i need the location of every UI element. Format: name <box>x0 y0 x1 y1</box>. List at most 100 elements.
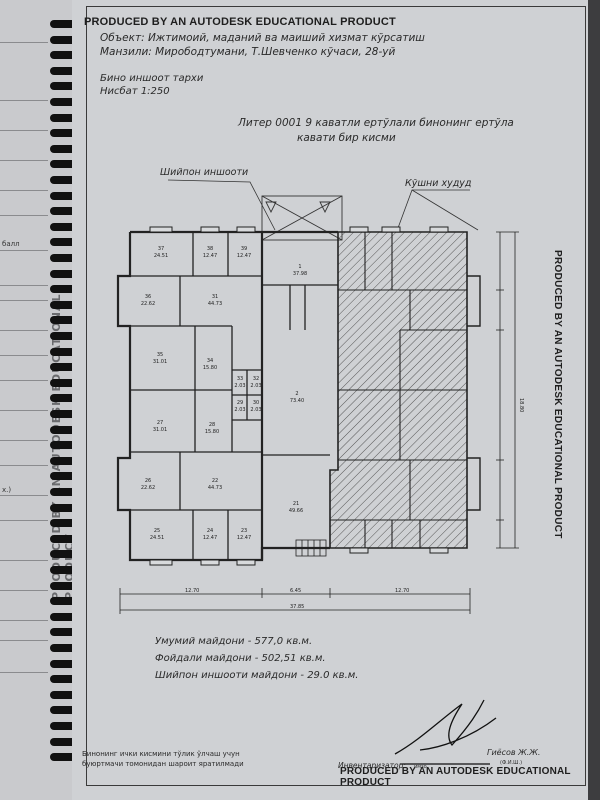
room-number: 29 <box>237 400 243 406</box>
room-area: 12.47 <box>237 253 251 259</box>
room-area: 24.51 <box>154 253 168 259</box>
stat-total-area: Умумий майдони - 577,0 кв.м. <box>155 636 313 647</box>
binding-ring <box>50 285 76 294</box>
binding-ring <box>50 222 76 231</box>
stat-awning-area: Шийпон иншооти майдони - 29.0 кв.м. <box>155 670 359 681</box>
room-area: 22.62 <box>141 301 155 307</box>
sheet-frame <box>86 6 586 786</box>
binding-ring <box>50 534 76 543</box>
binding-ring <box>50 363 76 372</box>
room-area: 24.51 <box>150 535 164 541</box>
binding-ring <box>50 722 76 730</box>
stat-useful-area: Фойдали майдони - 502,51 кв.м. <box>155 653 326 664</box>
dim-overall: 37.85 <box>290 604 304 610</box>
room-number: 2 <box>295 391 298 397</box>
document-sheet <box>72 0 588 800</box>
room-number: 37 <box>158 246 164 252</box>
room-number: 27 <box>157 420 163 426</box>
room-area: 2.03 <box>250 383 261 389</box>
bay-windows <box>467 275 481 511</box>
binding-ring <box>50 753 76 762</box>
room-number: 33 <box>237 376 243 382</box>
left-fragment-ball: балл <box>2 240 20 248</box>
binding-ring <box>50 503 76 512</box>
room-number: 1 <box>298 264 301 270</box>
right-dimension-line <box>496 231 519 549</box>
room-number: 31 <box>212 294 218 300</box>
room-area: 2.03 <box>234 407 245 413</box>
binding-ring <box>50 238 76 247</box>
binding-ring <box>50 35 76 44</box>
room-number: 34 <box>207 358 213 364</box>
binding-ring <box>50 581 76 590</box>
room-area: 31.01 <box>153 427 167 433</box>
room-area: 15.80 <box>203 365 217 371</box>
binding-ring <box>50 690 76 699</box>
binding-ring <box>50 66 76 75</box>
binding-ring <box>50 269 76 278</box>
entrance-stair <box>295 539 327 557</box>
footer-note-line1: Бинонинг ички кисмини тўлик ўлчаш учун <box>82 750 240 758</box>
binding-ring <box>50 160 76 169</box>
binding-ring <box>50 488 76 496</box>
plan-title-line2: кавати бир кисми <box>297 132 396 144</box>
room-area: 37.98 <box>293 271 307 277</box>
binding-ring <box>50 519 76 528</box>
room-area: 12.47 <box>203 535 217 541</box>
room-area: 2.03 <box>250 407 261 413</box>
awning-structure <box>261 195 343 241</box>
room-area: 12.47 <box>237 535 251 541</box>
neighbor-label: Кўшни худуд <box>405 178 472 189</box>
watermark-right: PRODUCED BY AN AUTODESK EDUCATIONAL PROD… <box>552 250 563 539</box>
room-area: 31.01 <box>153 359 167 365</box>
awning-label: Шийпон иншооти <box>160 167 249 178</box>
binding-ring <box>50 51 76 60</box>
label-leaders <box>167 179 479 231</box>
inventory-fio: (Ф.И.Ш.) <box>500 760 523 766</box>
room-number: 32 <box>253 376 259 382</box>
binding-ring <box>50 191 76 200</box>
dim-seg3: 12.70 <box>395 588 409 594</box>
address-line: Манзили: Мирободтумани, Т.Шевченко кўчас… <box>100 46 396 58</box>
room-number: 24 <box>207 528 213 534</box>
inventory-label: Инвентаризатор: <box>338 761 406 770</box>
binding-ring <box>50 144 76 153</box>
room-area: 12.47 <box>203 253 217 259</box>
room-number: 30 <box>253 400 259 406</box>
object-line: Объект: Ижтимоий, маданий ва маиший хизм… <box>100 32 425 44</box>
binding-ring <box>50 20 76 28</box>
dim-right-total: 18.80 <box>518 398 524 412</box>
watermark-bottom: PRODUCED BY AN AUTODESK EDUCATIONAL PROD… <box>340 766 571 788</box>
dim-seg2: 6.45 <box>290 588 301 594</box>
left-fragment-x: х.) <box>2 486 12 494</box>
inventory-name: Гиёсов Ж.Ж. <box>487 748 541 757</box>
room-number: 22 <box>212 478 218 484</box>
room-area: 49.66 <box>289 508 303 514</box>
binding-ring <box>50 254 76 262</box>
room-number: 25 <box>154 528 160 534</box>
binding-ring <box>50 472 76 481</box>
window-marks <box>149 226 449 566</box>
bottom-dimension-lines <box>119 588 471 614</box>
binding-ring <box>50 394 76 403</box>
binding-ring <box>50 737 76 746</box>
signature <box>394 699 497 765</box>
neighbor-walls <box>330 232 467 548</box>
room-area: 44.73 <box>208 485 222 491</box>
signature-caption: имзо <box>414 764 427 770</box>
binding-ring <box>50 129 76 138</box>
binding-ring <box>50 207 76 216</box>
binding-ring <box>50 628 76 637</box>
room-number: 39 <box>241 246 247 252</box>
binding-ring <box>50 550 76 559</box>
binding-ring <box>50 675 76 684</box>
binding-ring <box>50 332 76 340</box>
binding-ring <box>50 82 76 91</box>
room-number: 23 <box>241 528 247 534</box>
binding-ring <box>50 441 76 450</box>
binding-ring <box>50 456 76 465</box>
room-area: 22.62 <box>141 485 155 491</box>
room-number: 26 <box>145 478 151 484</box>
room-number: 21 <box>293 501 299 507</box>
